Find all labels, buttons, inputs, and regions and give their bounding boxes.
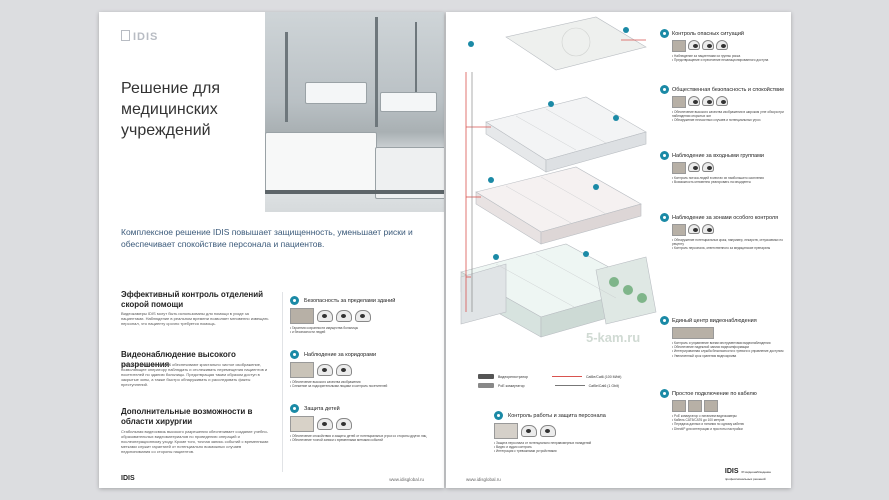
location-pin-icon <box>660 85 669 94</box>
dome-camera-icon <box>355 310 371 322</box>
location-pin-icon <box>290 350 299 359</box>
feature-child-protection: Защита детей • Обеспечение спокойствия и… <box>290 404 427 443</box>
dome-camera-icon <box>702 162 714 172</box>
dome-camera-icon <box>688 224 700 234</box>
staff-thumbnail <box>494 423 518 439</box>
feature-corridors: Наблюдение за коридорами • Обеспечение в… <box>290 350 388 389</box>
dome-camera-icon <box>317 418 333 430</box>
callout-entrance: Наблюдение за входными группами • Контро… <box>660 151 785 184</box>
callout-danger-control: Контроль опасных ситуаций • Наблюдение з… <box>660 29 785 62</box>
left-page: IDIS Решение для медицинских учреждений … <box>99 12 444 488</box>
dome-camera-icon <box>317 364 333 376</box>
callout-special-zones: Наблюдение за зонами особого контроля • … <box>660 213 785 251</box>
dome-camera-icon <box>336 418 352 430</box>
dome-camera-icon <box>688 40 700 50</box>
dome-camera-icon <box>336 310 352 322</box>
location-pin-icon <box>290 296 299 305</box>
corridor-thumbnail <box>290 362 314 378</box>
footer-url: www.idisglobal.ru <box>389 477 424 482</box>
section-heading-surgery: Дополнительные возможности в области хир… <box>121 407 253 426</box>
location-pin-icon <box>660 29 669 38</box>
location-pin-icon <box>494 411 503 420</box>
dome-camera-icon <box>702 40 714 50</box>
hospital-ward-photo <box>265 12 444 212</box>
watermark-text: 5-kam.ru <box>586 330 641 345</box>
page-title: Решение для медицинских учреждений <box>121 80 221 139</box>
bullet-camera-icon <box>317 310 333 322</box>
callout-monitoring-center: Единый центр видеонаблюдения • Контроль … <box>660 316 785 358</box>
intro-text: Комплексное решение IDIS повышает защище… <box>121 227 413 249</box>
location-pin-icon <box>660 213 669 222</box>
footer-logo: IDIS <box>121 475 135 482</box>
location-pin-icon <box>660 316 669 325</box>
section-heading-resolution: Видеонаблюдение высокого разрешения <box>121 350 236 369</box>
dome-camera-icon <box>521 425 537 437</box>
feature-outdoor: Безопасность за пределами зданий • Гаран… <box>290 296 396 335</box>
callout-staff-protection: Контроль работы и защита персонала • Защ… <box>494 411 606 454</box>
location-pin-icon <box>660 151 669 160</box>
dome-camera-icon <box>702 224 714 234</box>
dome-camera-icon <box>540 425 556 437</box>
dome-camera-icon <box>336 364 352 376</box>
poe-switch-icon <box>478 383 494 388</box>
location-pin-icon <box>290 404 299 413</box>
hospital-isometric-illustration <box>460 16 657 338</box>
footer-url: www.idisglobal.ru <box>466 477 501 482</box>
location-pin-icon <box>660 389 669 398</box>
section-text-resolution: Камеры с разрешением 4К обеспечивают кри… <box>121 362 268 387</box>
idis-logo: IDIS <box>121 30 158 43</box>
dome-camera-icon <box>702 96 714 106</box>
nvr-icon <box>478 374 494 379</box>
dome-camera-icon <box>688 162 700 172</box>
callout-public-safety: Общественная безопасность и спокойствие … <box>660 85 785 123</box>
section-heading-emergency: Эффективный контроль отделений скорой по… <box>121 290 264 309</box>
callout-simple-connection: Простое подключение по кабелю • PoE комм… <box>660 389 785 431</box>
dome-camera-icon <box>688 96 700 106</box>
right-page: 5-kam.ru Контроль опасных ситуаций • Наб… <box>446 12 791 488</box>
section-text-surgery: Стабильная видеосвязь высокого разрешени… <box>121 429 269 454</box>
nursery-thumbnail <box>290 416 314 432</box>
outdoor-thumbnail <box>290 308 314 324</box>
section-text-emergency: Видеокамеры IDIS могут быть использованы… <box>121 311 269 326</box>
dome-camera-icon <box>716 40 728 50</box>
dome-camera-icon <box>716 96 728 106</box>
